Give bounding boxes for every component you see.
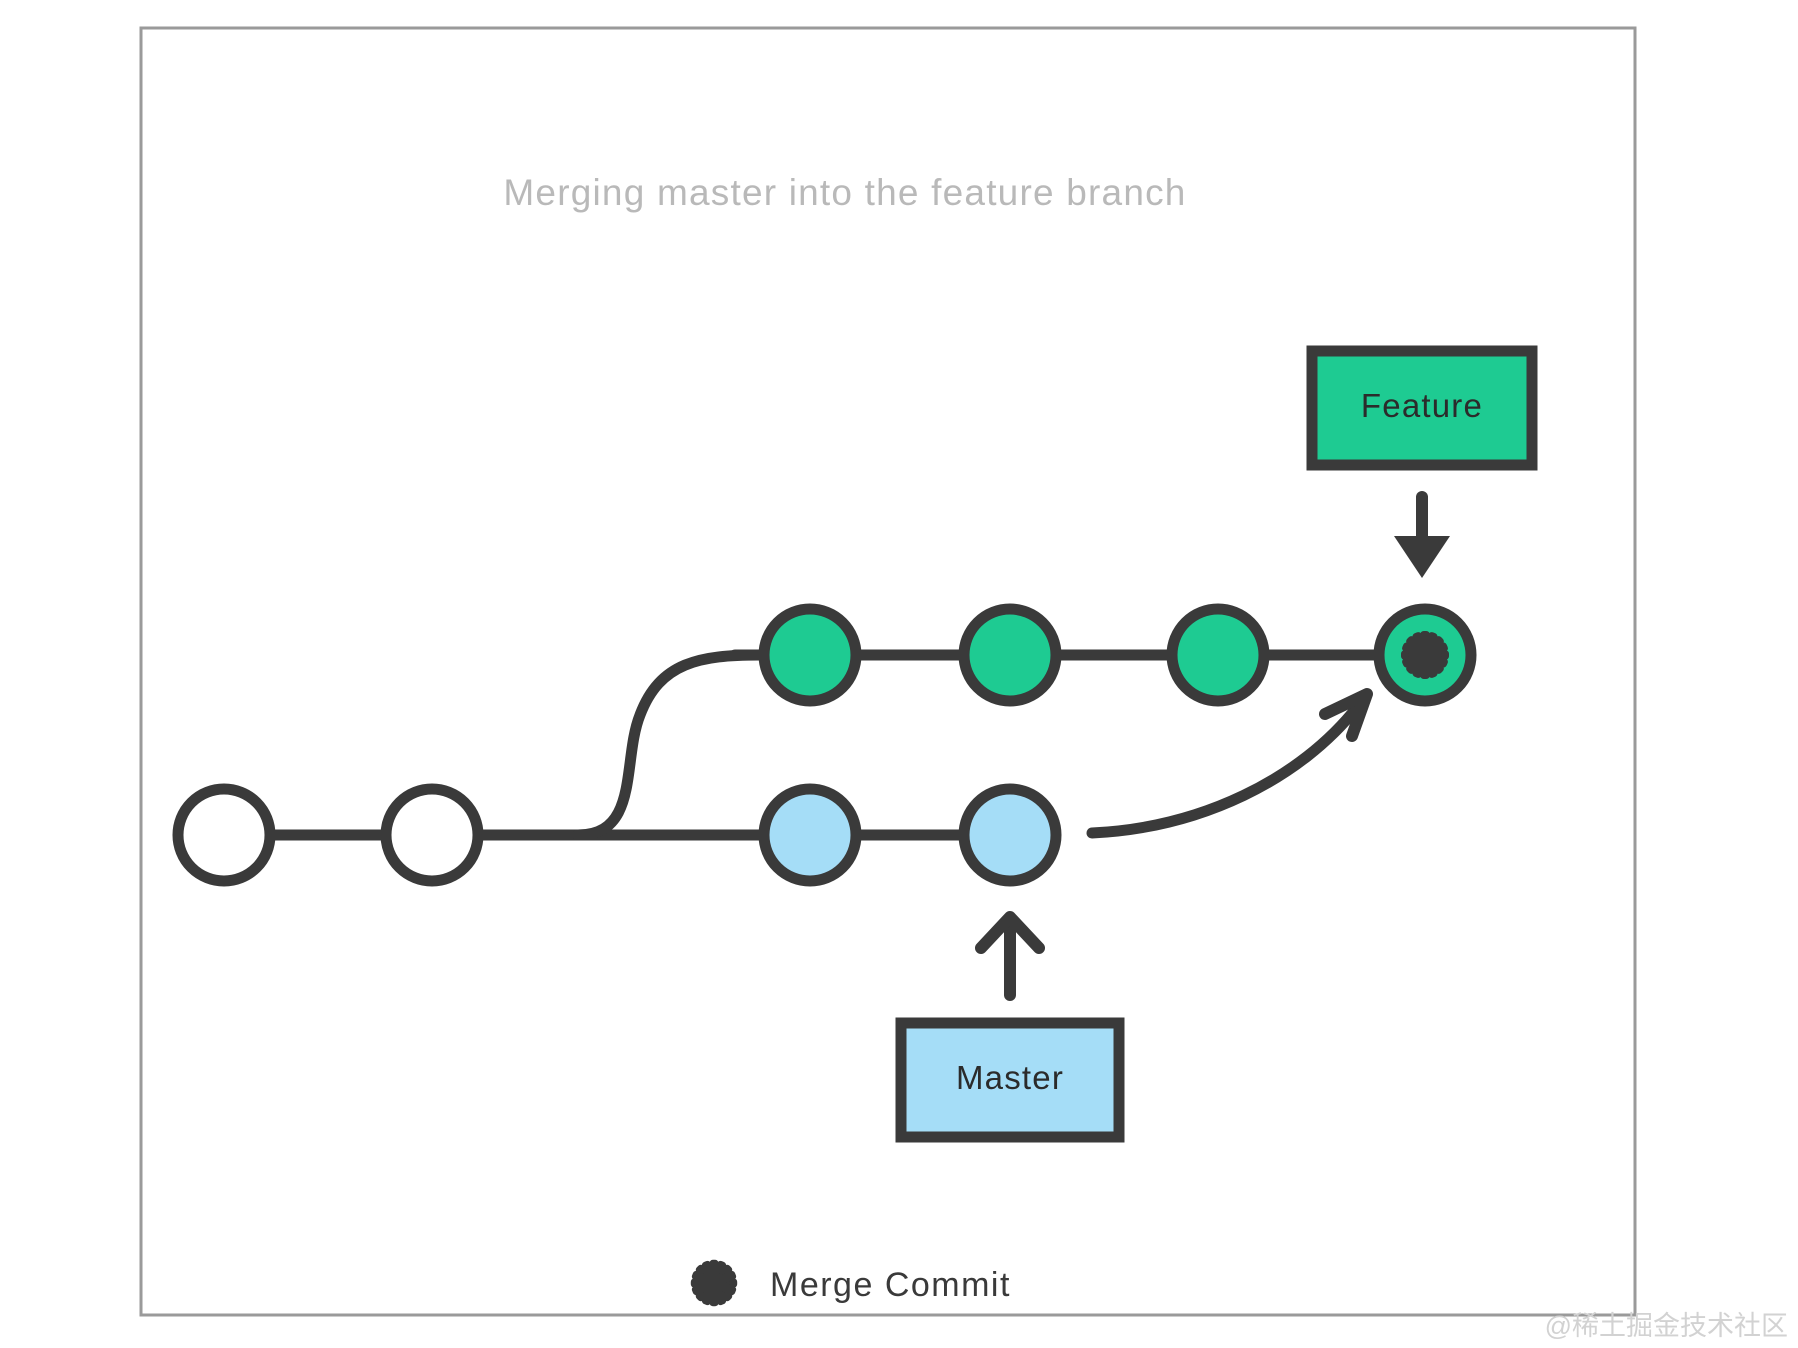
master-label-up-arrow-icon <box>975 911 1045 1001</box>
watermark: @稀土掘金技术社区 <box>1545 1311 1788 1341</box>
feature-label-down-arrow-icon <box>1394 491 1450 578</box>
merge-commit-asterisk-icon <box>1401 631 1449 679</box>
master-box-label: Master <box>956 1059 1064 1096</box>
commit-node-feature-3[interactable] <box>1166 603 1270 707</box>
merge-arrow-icon <box>1086 688 1373 839</box>
commit-node-base-2[interactable] <box>380 783 484 887</box>
commit-node-master-1[interactable] <box>758 783 862 887</box>
feature-branch-box[interactable] <box>1306 345 1538 471</box>
commit-node-feature-2[interactable] <box>958 603 1062 707</box>
commit-node-feature-1[interactable] <box>758 603 862 707</box>
commit-node-base-1[interactable] <box>172 783 276 887</box>
branch-off-curve <box>572 649 766 841</box>
page-title: Merging master into the feature branch <box>503 172 1186 213</box>
legend-merge-commit-icon <box>690 1259 738 1307</box>
master-branch-box[interactable] <box>895 1017 1125 1143</box>
feature-box-label: Feature <box>1361 387 1483 424</box>
legend-label: Merge Commit <box>770 1266 1011 1304</box>
commit-node-master-2[interactable] <box>958 783 1062 887</box>
